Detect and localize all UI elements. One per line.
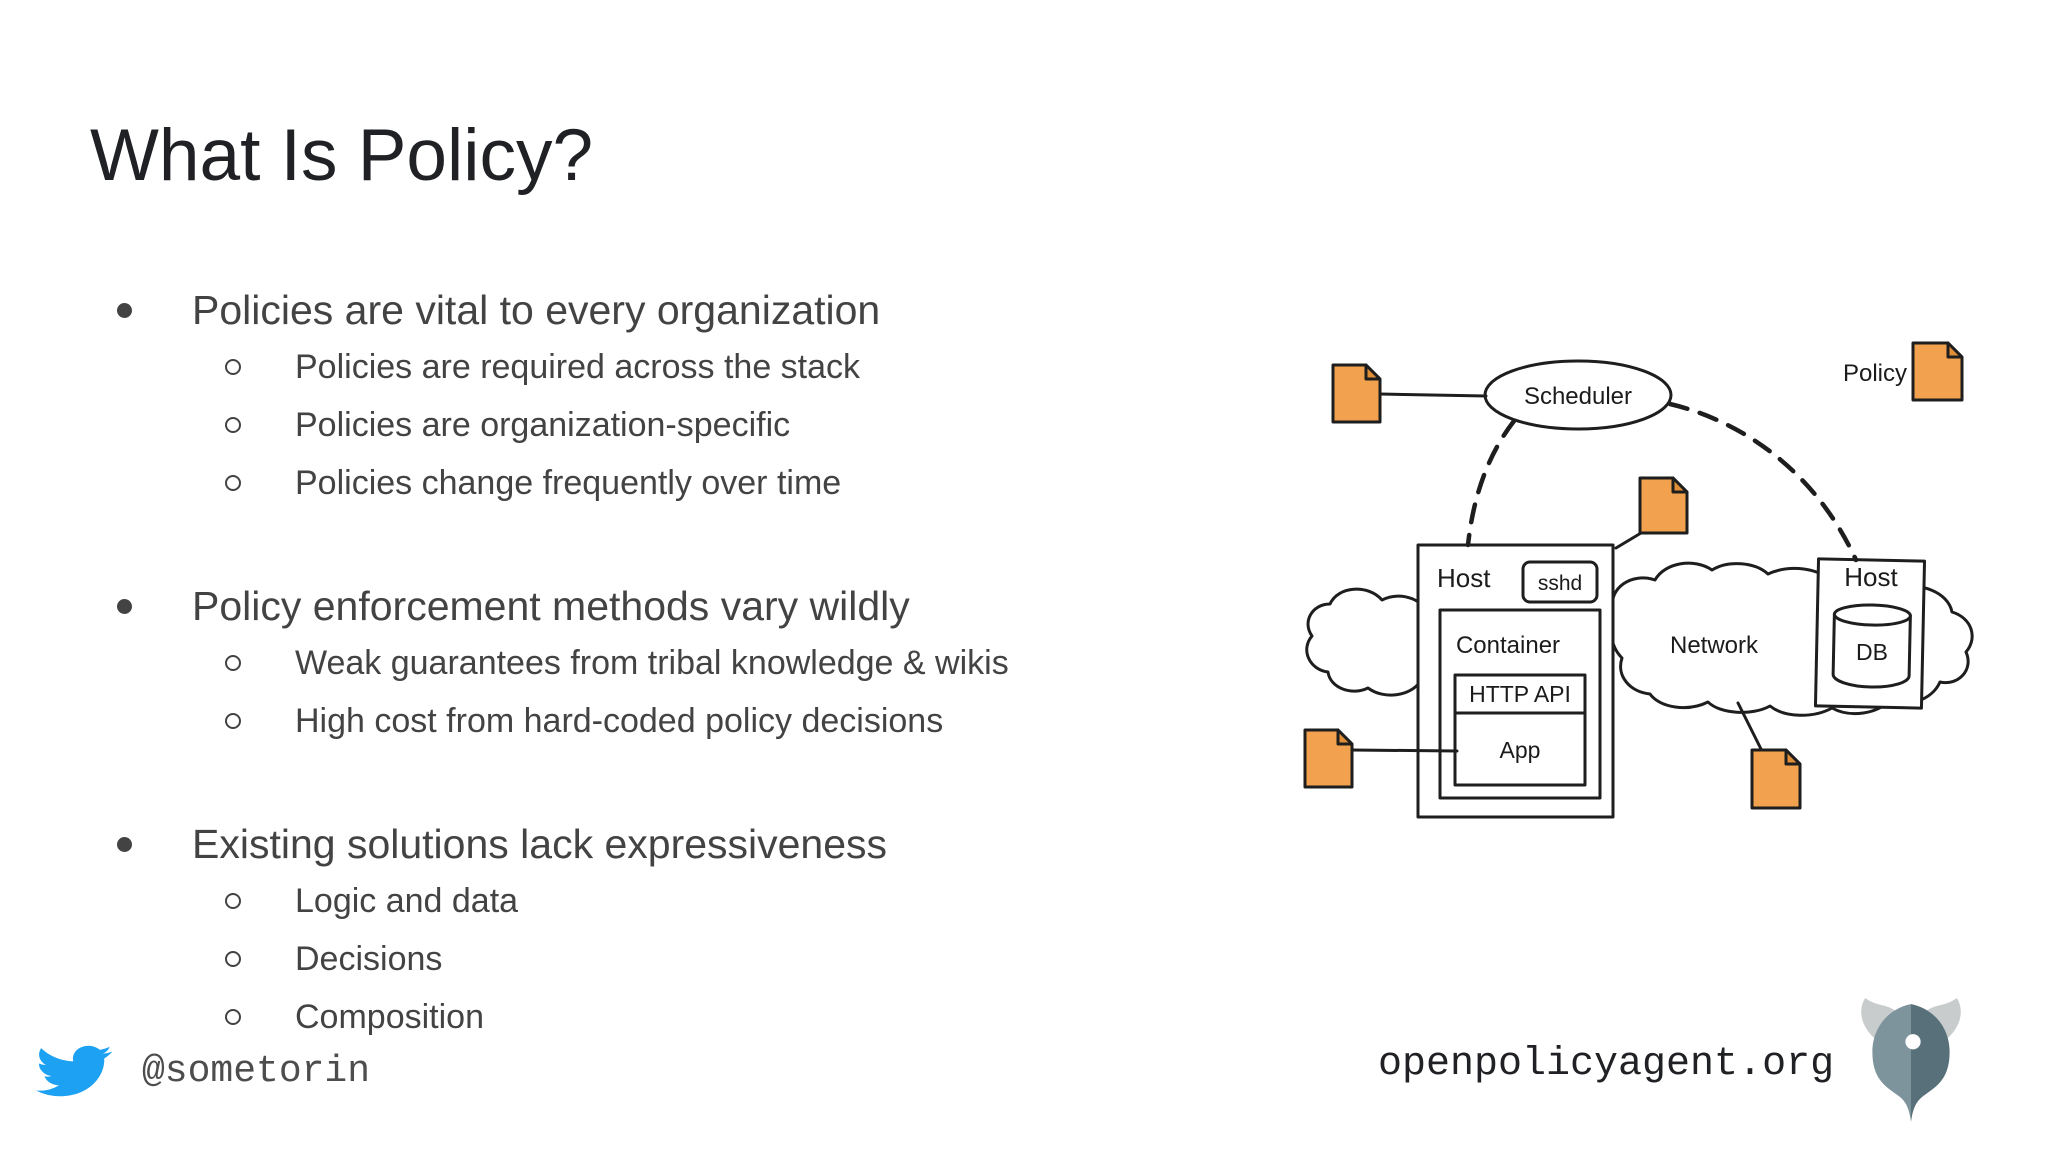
policy-note-legend xyxy=(1911,341,1964,402)
dashed-link-scheduler-host-left xyxy=(1465,418,1517,548)
connector-note-host xyxy=(1614,531,1643,550)
sub-bullet-item: Policies are required across the stack xyxy=(92,338,1009,396)
db-cylinder-top xyxy=(1832,603,1912,627)
db-cylinder xyxy=(1831,612,1912,689)
bullet-circle-icon xyxy=(225,417,241,433)
sub-bullet-text: Weak guarantees from tribal knowledge & … xyxy=(295,643,1009,682)
bullet-circle-icon xyxy=(225,475,241,491)
twitter-handle: @sometorin xyxy=(142,1050,371,1093)
bullet-item: Policy enforcement methods vary wildly xyxy=(92,578,1009,634)
sub-bullet-item: Policies change frequently over time xyxy=(92,454,1009,512)
sub-bullet-text: Policies are required across the stack xyxy=(295,347,861,386)
sub-bullet-text: Logic and data xyxy=(295,881,519,920)
policy-note-network xyxy=(1750,748,1802,810)
bullet-dot-icon xyxy=(117,302,132,318)
network-label: Network xyxy=(1670,632,1759,659)
bullet-group: Policy enforcement methods vary wildly W… xyxy=(92,578,1009,750)
sshd-label: sshd xyxy=(1538,572,1582,595)
sub-bullet-text: Composition xyxy=(295,997,484,1036)
scheduler-label: Scheduler xyxy=(1524,383,1632,410)
connector-note-scheduler xyxy=(1378,392,1488,398)
sub-bullet-item: Composition xyxy=(92,988,1009,1046)
bullet-dot-icon xyxy=(117,836,132,852)
bullet-circle-icon xyxy=(225,1009,241,1025)
host-right-label: Host xyxy=(1844,562,1898,592)
http-api-label: HTTP API xyxy=(1469,681,1571,707)
connector-note-app xyxy=(1350,748,1459,753)
bullet-circle-icon xyxy=(225,713,241,729)
sub-bullet-item: Logic and data xyxy=(92,872,1009,930)
bullet-item: Policies are vital to every organization xyxy=(92,282,1009,338)
policy-architecture-diagram: Scheduler Policy Host sshd Container HTT… xyxy=(1303,341,1974,819)
website-url: openpolicyagent.org xyxy=(1378,1042,1835,1087)
host-left-label: Host xyxy=(1437,563,1491,593)
bullet-circle-icon xyxy=(225,951,241,967)
sub-bullet-item: Weak guarantees from tribal knowledge & … xyxy=(92,634,1009,692)
dashed-link-scheduler-host-right xyxy=(1667,401,1859,563)
sub-bullet-item: Decisions xyxy=(92,930,1009,988)
bullet-group: Policies are vital to every organization… xyxy=(92,282,1009,512)
bullet-text: Existing solutions lack expressiveness xyxy=(192,820,888,867)
sub-bullet-text: Decisions xyxy=(295,939,443,978)
bullet-text: Policies are vital to every organization xyxy=(192,286,881,333)
sshd-box xyxy=(1521,560,1599,604)
policy-note-scheduler xyxy=(1331,363,1382,424)
bullet-list: Policies are vital to every organization… xyxy=(92,282,1009,1046)
connector-network-note xyxy=(1736,701,1765,755)
sub-bullet-item: High cost from hard-coded policy decisio… xyxy=(92,692,1009,750)
sub-bullet-text: Policies change frequently over time xyxy=(295,463,842,502)
bullet-group: Existing solutions lack expressiveness L… xyxy=(92,816,1009,1046)
bullet-circle-icon xyxy=(225,655,241,671)
bullet-circle-icon xyxy=(225,893,241,909)
opa-logo-icon xyxy=(1855,996,1967,1122)
policy-note-host xyxy=(1638,476,1689,535)
bullet-circle-icon xyxy=(225,359,241,375)
sub-bullet-text: High cost from hard-coded policy decisio… xyxy=(295,701,944,740)
policy-legend-label: Policy xyxy=(1843,360,1907,387)
db-label: DB xyxy=(1856,639,1888,665)
slide-title: What Is Policy? xyxy=(90,115,594,196)
bullet-text: Policy enforcement methods vary wildly xyxy=(192,582,910,629)
bullet-dot-icon xyxy=(117,598,132,614)
container-label: Container xyxy=(1456,632,1560,659)
twitter-icon xyxy=(36,1040,112,1102)
policy-note-app xyxy=(1303,728,1354,789)
app-box xyxy=(1453,673,1587,787)
sub-bullet-text: Policies are organization-specific xyxy=(295,405,791,444)
sub-bullet-item: Policies are organization-specific xyxy=(92,396,1009,454)
bullet-item: Existing solutions lack expressiveness xyxy=(92,816,1009,872)
app-label: App xyxy=(1500,737,1541,763)
